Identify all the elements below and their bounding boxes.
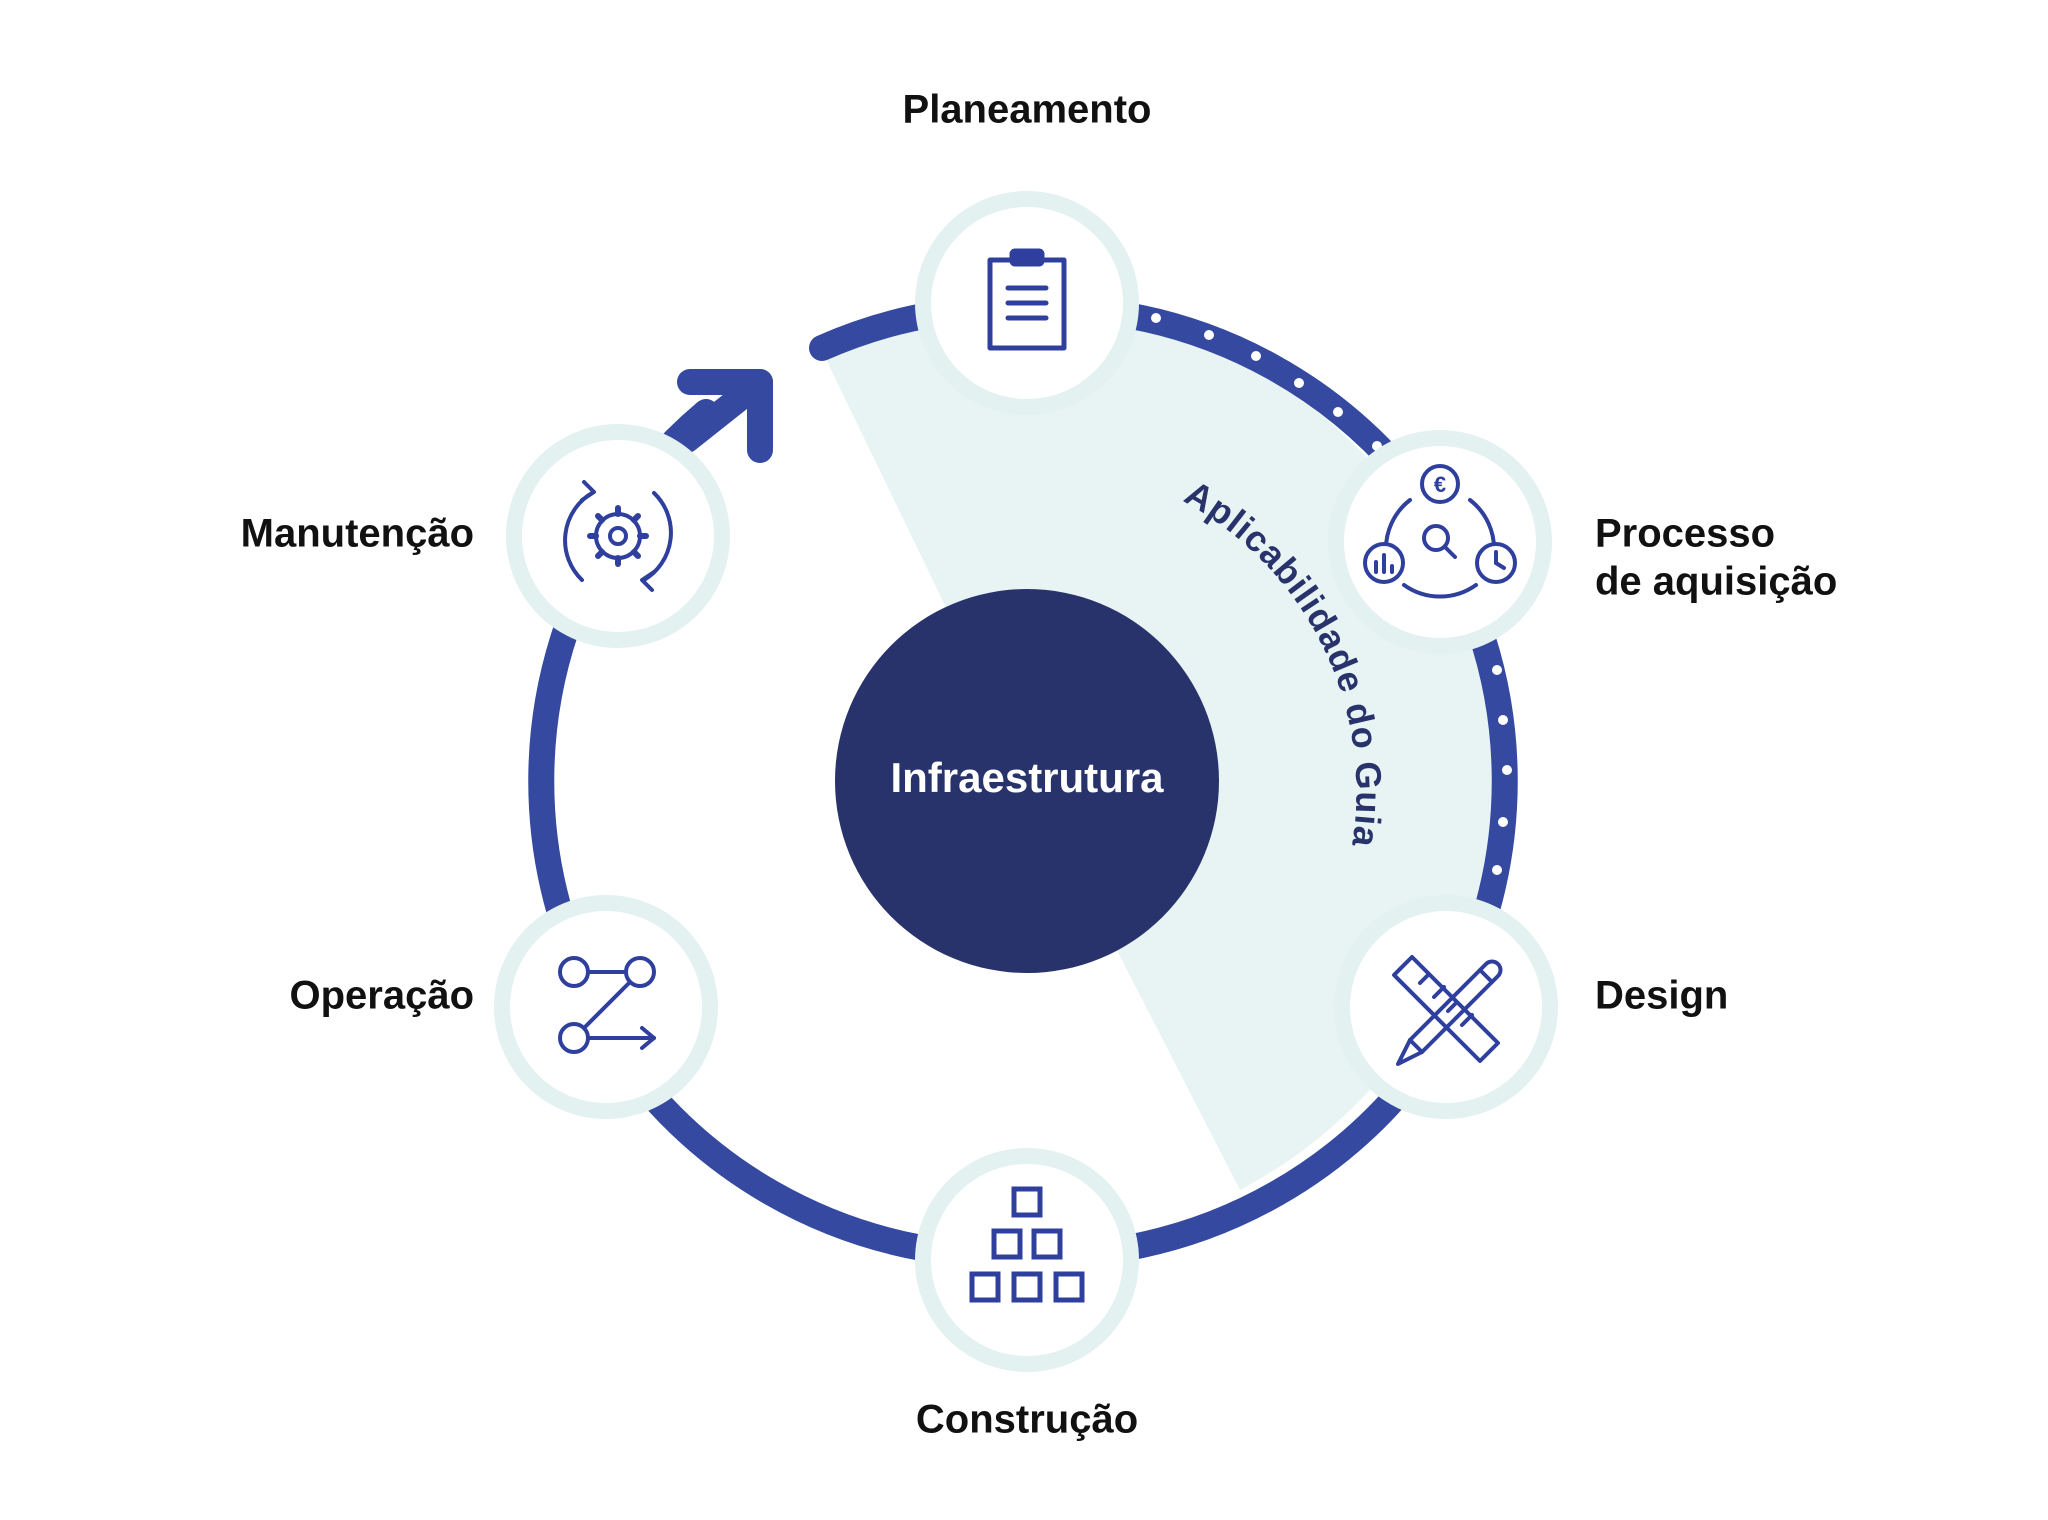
procurement-network-icon: € <box>1363 464 1517 599</box>
stage-node-face <box>1344 446 1536 638</box>
center-circle <box>835 589 1219 973</box>
stage-label-maintenance: Manutenção <box>241 512 474 556</box>
stage-maintenance[interactable] <box>506 424 730 648</box>
stage-label-planning: Planeamento <box>903 88 1152 132</box>
stage-procurement[interactable]: € <box>1328 430 1552 654</box>
stage-construction[interactable] <box>915 1148 1139 1372</box>
stage-label-design: Design <box>1595 974 1728 1018</box>
stage-planning[interactable] <box>915 191 1139 415</box>
applicability-dots <box>1151 313 1512 875</box>
stage-label-procurement-line1: Processo <box>1595 512 1775 556</box>
gear-cycle-icon <box>563 480 673 592</box>
stacked-blocks-icon <box>969 1186 1085 1303</box>
stage-label-operation: Operação <box>289 974 474 1018</box>
stage-label-construction: Construção <box>916 1398 1138 1442</box>
clipboard-icon <box>987 248 1067 351</box>
stage-design[interactable] <box>1334 895 1558 1119</box>
stage-operation[interactable] <box>494 895 718 1119</box>
flow-path-icon <box>558 956 656 1054</box>
pencil-ruler-icon <box>1392 955 1503 1066</box>
direction-arrow <box>674 369 773 463</box>
stage-node-face <box>931 1164 1123 1356</box>
svg-text:€: € <box>1434 472 1446 497</box>
stage-label-procurement-line2: de aquisição <box>1595 560 1837 604</box>
center-label: Infraestrutura <box>890 754 1164 801</box>
stage-node-face <box>1350 911 1542 1103</box>
stage-node-face <box>522 440 714 632</box>
